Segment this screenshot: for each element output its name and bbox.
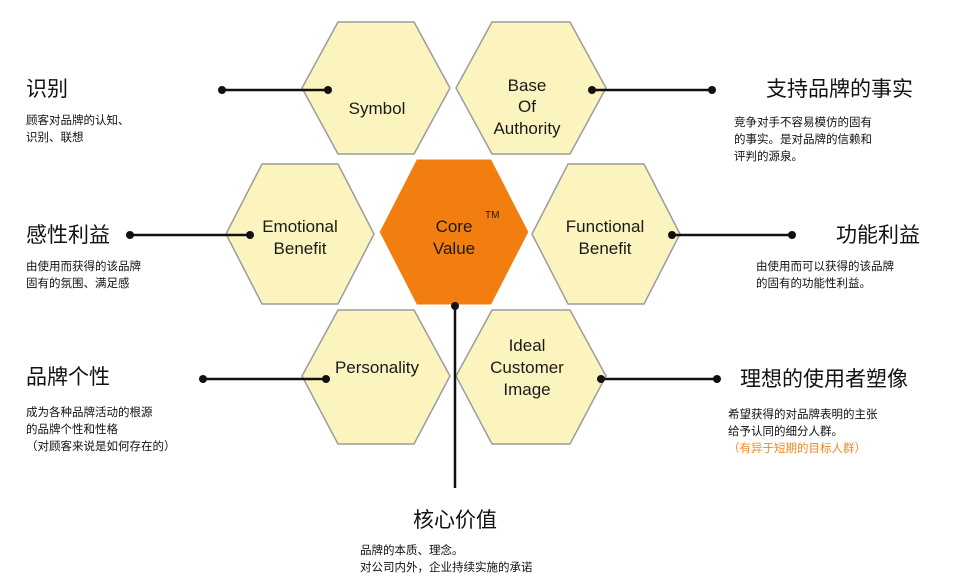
label-emotional-desc: 由使用而获得的该品牌 固有的氛围、满足感	[26, 258, 141, 292]
connector-emotional-dot-start	[126, 231, 134, 239]
hex-functional-line-1: Functional	[566, 217, 644, 236]
hex-symbol-line-1: Symbol	[349, 99, 406, 118]
connector-ideal-user-dot-start	[597, 375, 605, 383]
label-facts-desc: 竞争对手不容易模仿的固有 的事实。是对品牌的信赖和 评判的源泉。	[734, 114, 913, 165]
connector-identity-dot-end	[324, 86, 332, 94]
label-personality: 品牌个性 成为各种品牌活动的根源 的品牌个性和性格 （对顾客来说是如何存在的）	[26, 364, 176, 455]
connector-functional-dot-end	[788, 231, 796, 239]
connector-personality-dot-end	[322, 375, 330, 383]
label-personality-desc-line-3: （对顾客来说是如何存在的）	[26, 439, 176, 453]
label-ideal-user-desc-line-1: 希望获得的对品牌表明的主张	[728, 407, 878, 421]
label-functional: 功能利益	[836, 222, 920, 248]
hex-ideal-line-1: Ideal	[509, 336, 546, 355]
label-identity-desc-line-2: 识别、联想	[26, 130, 84, 144]
label-personality-desc-line-2: 的品牌个性和性格	[26, 422, 118, 436]
connector-core-dot-start	[451, 302, 459, 310]
hex-base-line-2: Of	[518, 97, 536, 116]
label-core: 核心价值	[413, 507, 497, 533]
hex-ideal-line-3: Image	[503, 380, 550, 399]
label-facts: 支持品牌的事实 竞争对手不容易模仿的固有 的事实。是对品牌的信赖和 评判的源泉。	[734, 76, 913, 165]
hex-ideal-line-2: Customer	[490, 358, 564, 377]
hex-base-of-authority: Base Of Authority	[455, 21, 607, 155]
hex-core-line-2: Value	[433, 239, 475, 258]
hex-base-line-1: Base	[508, 76, 547, 95]
label-facts-title: 支持品牌的事实	[766, 77, 913, 101]
connector-ideal-user-dot-end	[713, 375, 721, 383]
label-core-desc: 品牌的本质、理念。 对公司内外，企业持续实施的承诺	[360, 542, 533, 576]
label-core-title: 核心价值	[413, 508, 497, 532]
connector-functional-dot-start	[668, 231, 676, 239]
label-functional-desc-line-1: 由使用而可以获得的该品牌	[756, 259, 894, 273]
hex-emotional-line-2: Benefit	[274, 239, 327, 258]
label-personality-desc-line-1: 成为各种品牌活动的根源	[26, 405, 153, 419]
connector-personality-dot-start	[199, 375, 207, 383]
hex-personality-line-1: Personality	[335, 358, 420, 377]
label-functional-title: 功能利益	[836, 223, 920, 247]
label-identity-desc-line-1: 顾客对品牌的认知、	[26, 113, 130, 127]
label-functional-desc-line-2: 的固有的功能性利益。	[756, 276, 871, 290]
label-identity-title: 识别	[26, 77, 68, 101]
label-personality-desc: 成为各种品牌活动的根源 的品牌个性和性格 （对顾客来说是如何存在的）	[26, 404, 176, 455]
label-facts-desc-line-1: 竞争对手不容易模仿的固有	[734, 115, 872, 129]
hex-emotional-benefit: Emotional Benefit	[225, 163, 375, 305]
label-functional-desc: 由使用而可以获得的该品牌 的固有的功能性利益。	[756, 258, 894, 292]
connector-facts-dot-end	[708, 86, 716, 94]
hex-functional-benefit: Functional Benefit	[531, 163, 681, 305]
label-emotional-title: 感性利益	[26, 223, 110, 247]
label-ideal-user-desc: 希望获得的对品牌表明的主张 给予认同的细分人群。 （有异于短期的目标人群）	[728, 406, 908, 457]
label-emotional-desc-line-2: 固有的氛围、满足感	[26, 276, 130, 290]
connector-facts-dot-start	[588, 86, 596, 94]
hex-symbol: Symbol	[301, 21, 451, 155]
hex-core-value: Core Value TM	[376, 156, 532, 308]
label-core-desc-line-2: 对公司内外，企业持续实施的承诺	[360, 560, 533, 574]
hex-core-line-1: Core	[436, 217, 473, 236]
label-identity: 识别 顾客对品牌的认知、 识别、联想	[26, 76, 130, 146]
hex-ideal-customer-image: Ideal Customer Image	[455, 309, 607, 445]
label-ideal-user-note: （有异于短期的目标人群）	[728, 441, 866, 455]
label-ideal-user-title: 理想的使用者塑像	[740, 367, 908, 391]
connector-emotional-dot-end	[246, 231, 254, 239]
label-core-desc-line-1: 品牌的本质、理念。	[360, 543, 464, 557]
connector-lines	[126, 86, 796, 488]
hex-emotional-line-1: Emotional	[262, 217, 338, 236]
label-ideal-user: 理想的使用者塑像 希望获得的对品牌表明的主张 给予认同的细分人群。 （有异于短期…	[728, 366, 908, 457]
label-identity-desc: 顾客对品牌的认知、 识别、联想	[26, 112, 130, 146]
trademark-mark: TM	[485, 210, 499, 221]
hex-base-line-3: Authority	[493, 119, 561, 138]
label-facts-desc-line-3: 评判的源泉。	[734, 149, 803, 163]
hex-functional-line-2: Benefit	[579, 239, 632, 258]
label-emotional-desc-line-1: 由使用而获得的该品牌	[26, 259, 141, 273]
label-personality-title: 品牌个性	[26, 365, 110, 389]
hex-personality: Personality	[301, 309, 451, 445]
label-facts-desc-line-2: 的事实。是对品牌的信赖和	[734, 132, 872, 146]
label-emotional: 感性利益 由使用而获得的该品牌 固有的氛围、满足感	[26, 222, 141, 292]
label-ideal-user-desc-line-2: 给予认同的细分人群。	[728, 424, 843, 438]
connector-identity-dot-start	[218, 86, 226, 94]
